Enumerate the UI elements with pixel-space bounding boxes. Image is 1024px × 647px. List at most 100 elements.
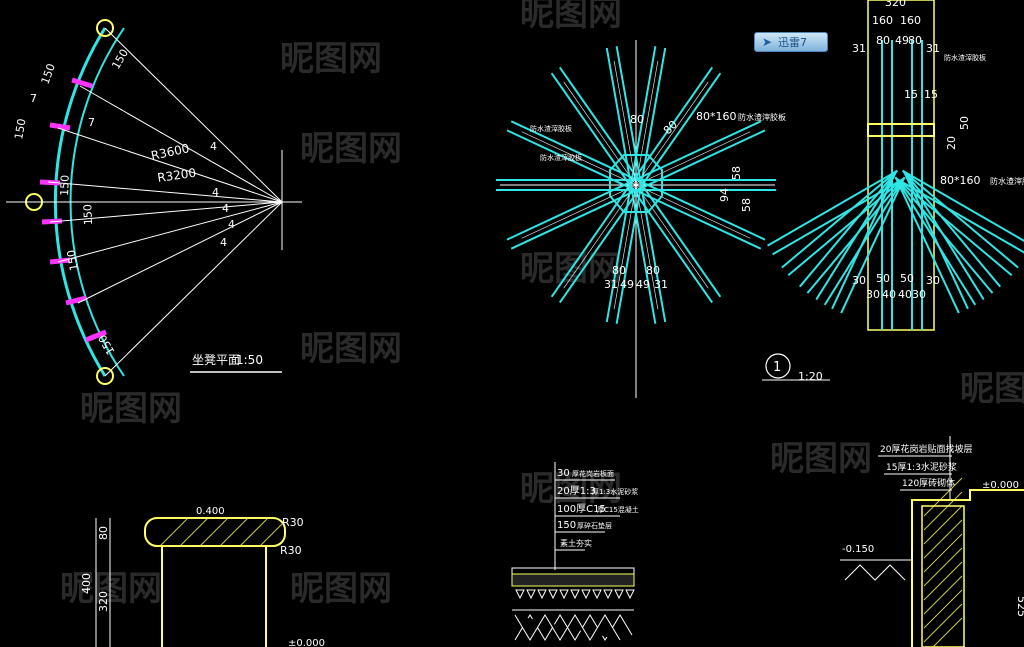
svg-text:150: 150 [65, 249, 81, 272]
gravel-mark [559, 589, 569, 600]
svg-text:4: 4 [210, 140, 217, 153]
joint-elevation: 160 160 320 31 80 49 80 31 15 15 50 20 8… [762, 0, 1024, 383]
gravel-mark [625, 589, 635, 600]
gravel-mark [548, 589, 558, 600]
svg-text:30: 30 [852, 274, 866, 287]
level-top: 0.400 [196, 506, 225, 517]
svg-text:31: 31 [604, 278, 618, 291]
svg-text:±0.000: ±0.000 [288, 638, 325, 647]
bench-section: 0.400 80 320 400 R30 R30 ±0.000 [80, 506, 325, 647]
thunder-download-badge[interactable]: ➤ 迅雷7 [754, 32, 828, 52]
star-joint-plan: 80 80 80*160 防水渣滓胶板 94 58 58 80 80 31 49… [496, 40, 786, 398]
watermark-layer: 昵图网 昵图网 昵图网 昵图网 昵图网 昵图网 昵图网 昵图网 昵图网 昵图网 … [60, 0, 1024, 609]
svg-text:40: 40 [898, 288, 912, 301]
member-edge [521, 131, 637, 186]
member-edge [895, 177, 994, 294]
member-edge [932, 617, 963, 647]
member-edge [923, 505, 963, 545]
member-edge [637, 179, 766, 241]
elevation-spokes [767, 169, 1024, 314]
member-edge [605, 47, 633, 187]
star-dims: 80 80 80*160 防水渣滓胶板 94 58 58 80 80 31 49… [530, 110, 786, 291]
member-edge [635, 81, 709, 186]
member-edge [635, 131, 751, 186]
bench-plan: R3600 R3200 150 150 150 150 150 150 150 … [6, 19, 302, 385]
svg-text:150: 150 [12, 118, 28, 141]
svg-text:50: 50 [958, 116, 971, 130]
section-scale: 1:20 [798, 370, 823, 383]
member-edge [550, 72, 633, 189]
member-edge [635, 184, 751, 239]
svg-text:-0.150: -0.150 [842, 544, 874, 555]
member-edge [510, 188, 639, 250]
member-edge [630, 185, 657, 324]
svg-text:厚C15混凝土: 厚C15混凝土 [597, 505, 639, 514]
gravel-mark [515, 589, 525, 600]
member-edge [767, 169, 899, 247]
gravel-layer [515, 589, 635, 600]
member-edge [923, 589, 963, 629]
svg-text:50: 50 [876, 272, 890, 285]
gravel-mark [614, 589, 624, 600]
svg-text:20: 20 [945, 136, 958, 150]
gravel-mark [537, 589, 547, 600]
svg-text:4: 4 [228, 218, 235, 231]
member-edge [923, 533, 963, 573]
member-edge [613, 60, 637, 186]
svg-text:30: 30 [557, 468, 570, 479]
member-edge [613, 184, 637, 310]
svg-text:150: 150 [557, 520, 576, 531]
member-edge [521, 184, 637, 239]
member-edge [563, 81, 637, 186]
svg-text:80: 80 [876, 34, 890, 47]
watermark-text: 昵图网 [60, 569, 162, 609]
octagon-hub [609, 154, 663, 213]
svg-text:20厚花岗岩贴面找坡层: 20厚花岗岩贴面找坡层 [880, 443, 972, 455]
watermark-text: 昵图网 [280, 39, 382, 79]
gravel-mark [526, 589, 536, 600]
column-circle [96, 367, 114, 385]
svg-text:20厚1:3: 20厚1:3 [557, 485, 596, 497]
section-number: 1 [773, 360, 781, 375]
member-edge [896, 178, 1024, 254]
svg-text:防水渣滓胶板: 防水渣滓胶板 [738, 112, 786, 122]
member-edge [635, 60, 659, 186]
member-edge [558, 187, 641, 304]
svg-text:80: 80 [612, 264, 626, 277]
watermark-text: 昵图网 [80, 389, 182, 429]
member-edge [635, 184, 659, 310]
svg-text:31: 31 [654, 278, 668, 291]
member-edge [781, 170, 898, 269]
member-edge [787, 178, 904, 277]
member-edge [831, 172, 897, 310]
floor-section: 30 厚花岗岩板面 20厚1:3 厚1:3水泥砂浆 100厚C15 厚C15混凝… [511, 462, 639, 641]
member-edge [615, 46, 642, 185]
svg-text:4: 4 [222, 202, 229, 215]
member-edge [510, 120, 639, 182]
svg-text:R30: R30 [280, 544, 302, 557]
member-edge [923, 491, 963, 531]
svg-text:49: 49 [620, 278, 634, 291]
svg-text:4: 4 [220, 236, 227, 249]
member-edge [923, 519, 963, 559]
radius-outer: R3600 [150, 141, 191, 163]
thunder-badge-label: 迅雷7 [778, 36, 807, 49]
watermark-text: 昵图网 [960, 369, 1024, 409]
svg-text:厚1:3水泥砂浆: 厚1:3水泥砂浆 [592, 487, 638, 496]
member-edge [923, 603, 963, 643]
member-edge [506, 129, 635, 191]
member-edge [630, 46, 657, 185]
svg-text:150: 150 [58, 175, 72, 196]
svg-text:30: 30 [926, 274, 940, 287]
svg-text:厚碎石垫层: 厚碎石垫层 [577, 521, 612, 530]
svg-text:58: 58 [740, 198, 753, 212]
member-edge [635, 184, 709, 289]
plan-title: 坐凳平面 [192, 352, 240, 367]
svg-text:80*160: 80*160 [940, 174, 981, 187]
watermark-text: 昵图网 [300, 129, 402, 169]
member-edge [894, 176, 960, 314]
svg-text:160: 160 [900, 14, 921, 27]
svg-text:7: 7 [88, 116, 95, 129]
svg-text:防水渣滓胶板: 防水渣滓胶板 [530, 124, 572, 133]
